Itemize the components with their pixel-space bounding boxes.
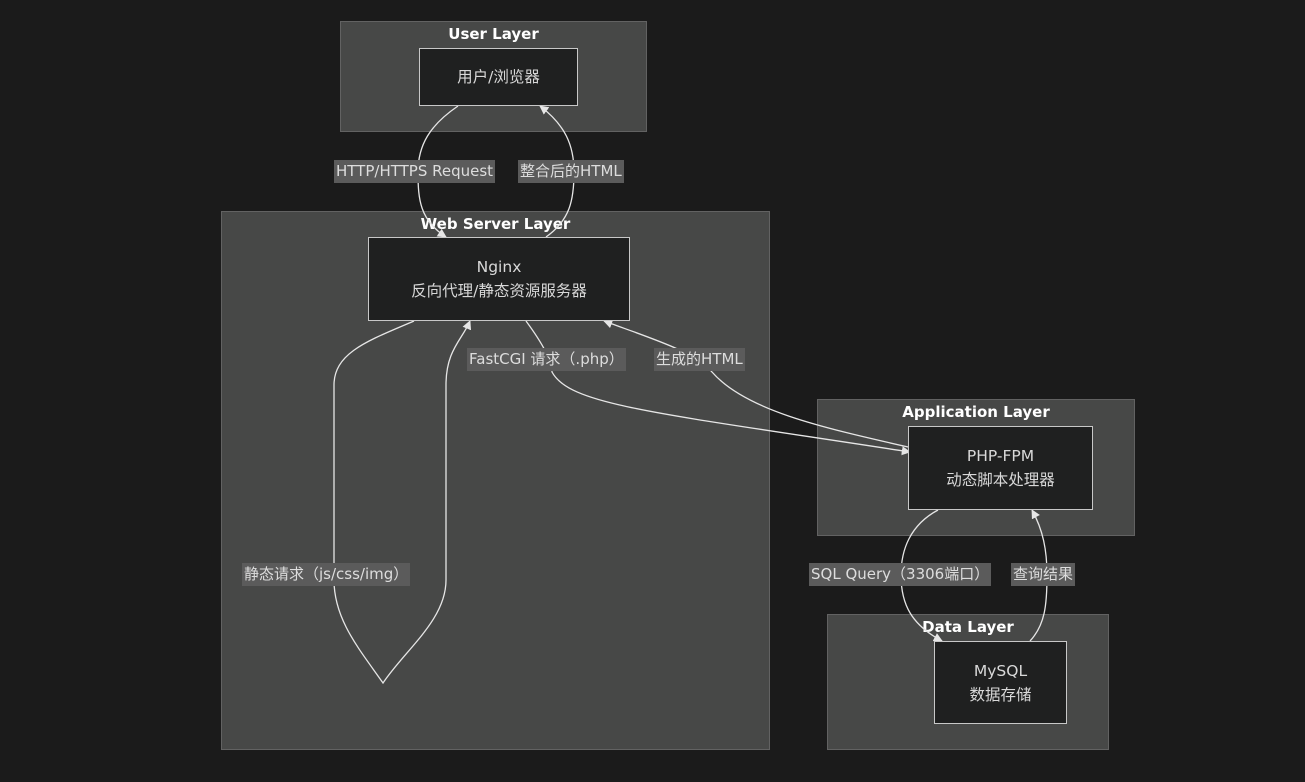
- php-fpm-node-subtitle: 动态脚本处理器: [946, 471, 1055, 489]
- mysql-node: MySQL 数据存储: [934, 641, 1067, 724]
- php-fpm-node-title: PHP-FPM: [966, 447, 1035, 465]
- web-server-layer-title: Web Server Layer: [420, 215, 571, 233]
- user-layer-title: User Layer: [448, 25, 539, 43]
- nginx-node-subtitle: 反向代理/静态资源服务器: [411, 282, 587, 300]
- edge-label-fastcgi: FastCGI 请求（.php）: [467, 348, 626, 371]
- mysql-node-title: MySQL: [973, 661, 1028, 680]
- data-layer-title: Data Layer: [922, 618, 1014, 636]
- php-fpm-node: PHP-FPM 动态脚本处理器: [908, 426, 1093, 510]
- edge-label-query-result: 查询结果: [1011, 563, 1076, 586]
- edge-label-sql-query: SQL Query（3306端口）: [809, 563, 992, 586]
- user-layer: User Layer: [340, 21, 647, 132]
- nginx-node-title: Nginx: [476, 258, 522, 276]
- edge-label-html-response: 整合后的HTML: [518, 160, 624, 183]
- edge-label-http-request: HTTP/HTTPS Request: [334, 160, 496, 183]
- application-layer-title: Application Layer: [902, 403, 1050, 421]
- browser-node-label: 用户/浏览器: [457, 68, 540, 86]
- browser-node: 用户/浏览器: [419, 48, 578, 106]
- mysql-node-subtitle: 数据存储: [969, 685, 1032, 704]
- nginx-node: Nginx 反向代理/静态资源服务器: [368, 237, 630, 321]
- edge-label-static-request: 静态请求（js/css/img）: [242, 563, 411, 586]
- edge-label-generated-html: 生成的HTML: [654, 348, 745, 371]
